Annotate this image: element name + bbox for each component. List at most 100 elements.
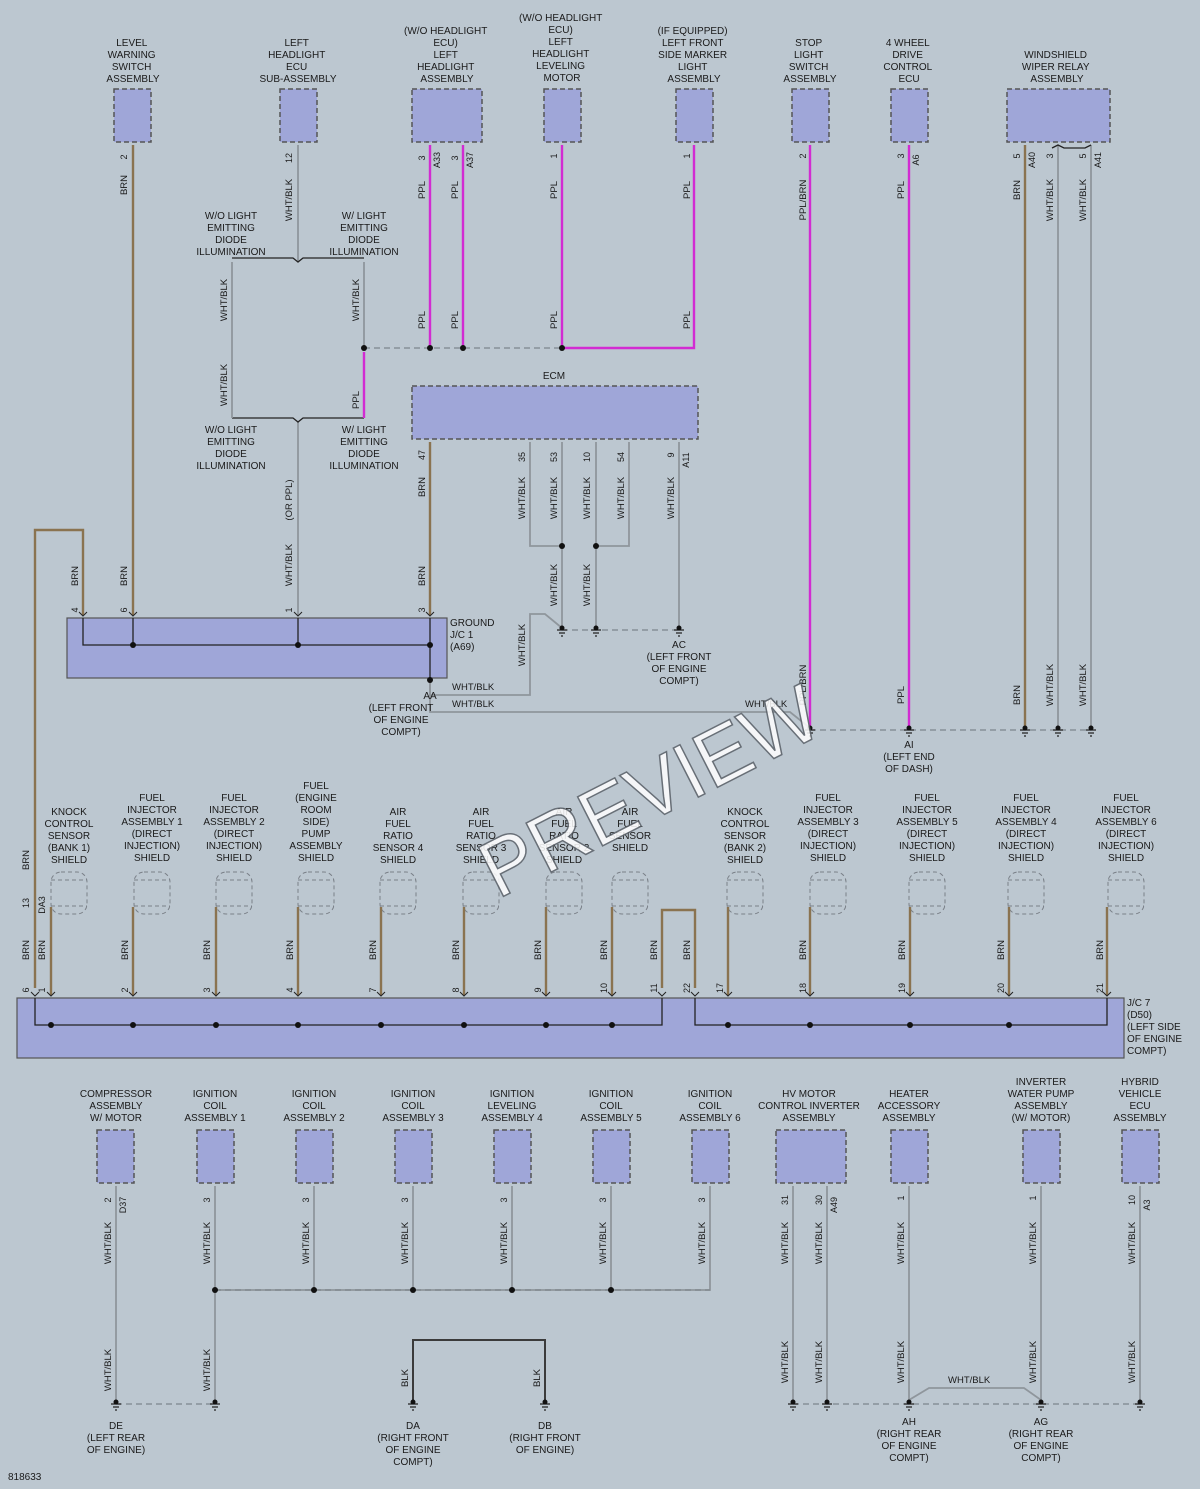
ecm-label: ECM xyxy=(543,371,565,382)
pin-number: 8 xyxy=(451,987,461,992)
splice-dots xyxy=(48,345,1012,1293)
shield-icon xyxy=(1007,871,1045,915)
ignition-coil-1-box xyxy=(196,1129,235,1184)
jc1-label: GROUND J/C 1 (A69) xyxy=(450,618,497,653)
wire-color-label: WHT/BLK xyxy=(284,178,295,221)
wire-ecm-35 xyxy=(529,442,562,547)
connector-tick-icon xyxy=(657,991,667,997)
wire-color-label: WHT/BLK xyxy=(219,363,230,406)
connector-id: A49 xyxy=(829,1197,839,1213)
pin-number: 1 xyxy=(896,1195,906,1200)
wire-color-label: BRN xyxy=(70,566,81,586)
pin-number: 3 xyxy=(1045,153,1055,158)
shield-icon xyxy=(215,871,253,915)
splice-dot xyxy=(410,1287,416,1293)
pin-number: 11 xyxy=(649,983,659,992)
4wd-control-ecu-label: 4 WHEEL DRIVE CONTROL ECU xyxy=(883,38,934,85)
splice-dot xyxy=(48,1022,54,1028)
splice-dot xyxy=(559,345,565,351)
wire-color-label: PPL xyxy=(682,311,693,329)
ground-terminal xyxy=(906,725,912,731)
wire-color-label: WHT/BLK xyxy=(202,1348,213,1391)
pin-number: 53 xyxy=(549,452,559,462)
wire-aa-wht-2 xyxy=(429,680,811,729)
pin-number: 1 xyxy=(1028,1195,1038,1200)
splice-dot xyxy=(427,677,433,683)
pin-number: 2 xyxy=(798,153,808,158)
wire-color-label: BRN xyxy=(451,940,462,960)
wire-color-label: BRN xyxy=(1095,940,1106,960)
connector-tick-icon xyxy=(905,991,915,997)
pin-number: 5 xyxy=(1012,153,1022,158)
pin-number: 6 xyxy=(21,987,31,992)
wire-color-label: BLK xyxy=(400,1368,411,1387)
4wd-control-ecu-box xyxy=(890,88,929,143)
ground-terminal xyxy=(824,1399,830,1405)
wire-color-label: PPL xyxy=(896,686,907,704)
ground-terminal xyxy=(542,1399,548,1405)
ground-terminal xyxy=(1137,1399,1143,1405)
ignition-coil-6-box xyxy=(691,1129,730,1184)
pin-number: 47 xyxy=(417,450,427,460)
wire-color-label: WHT/BLK xyxy=(780,1340,791,1383)
pin-number: 4 xyxy=(70,607,80,612)
connector-id: A41 xyxy=(1093,152,1103,168)
wire-color-label: BRN xyxy=(417,566,428,586)
left-headlight-leveling-motor-box xyxy=(543,88,582,143)
pin-number: 9 xyxy=(533,987,543,992)
wire-color-label: WHT/BLK xyxy=(517,476,528,519)
ground-terminal xyxy=(1022,725,1028,731)
wire-color-label: WHT/BLK xyxy=(1078,178,1089,221)
hv-inverter-box xyxy=(775,1129,847,1184)
pin-number: 30 xyxy=(814,1195,824,1205)
wire-color-label: BRN xyxy=(599,940,610,960)
wire-ecm-54 xyxy=(596,442,630,547)
wire-color-label: BRN xyxy=(21,850,32,870)
splice-dot xyxy=(509,1287,515,1293)
splice-dot xyxy=(543,1022,549,1028)
left-side-marker-box xyxy=(675,88,714,143)
left-headlight-leveling-motor-label: (W/O HEADLIGHT ECU) LEFT HEADLIGHT LEVEL… xyxy=(519,13,605,84)
or-ppl-label: (OR PPL) xyxy=(284,479,295,520)
jc7-label: J/C 7 (D50) (LEFT SIDE OF ENGINE COMPT) xyxy=(1127,998,1185,1057)
wire-color-label: WHT/BLK xyxy=(202,1221,213,1264)
wire-color-label: BRN xyxy=(798,940,809,960)
wire-color-label: PPL/BRN xyxy=(798,180,809,221)
pin-number: 3 xyxy=(499,1197,509,1202)
ecm-box xyxy=(411,385,699,440)
bottom-wires xyxy=(115,1186,1141,1405)
pin-number: 31 xyxy=(780,1195,790,1205)
ground-terminal xyxy=(790,1399,796,1405)
splice-dot xyxy=(130,642,136,648)
shield-icon xyxy=(809,871,847,915)
connector-tick-icon xyxy=(723,991,733,997)
wire-color-label: WHT/BLK xyxy=(219,278,230,321)
wire-color-label: BRN xyxy=(533,940,544,960)
splice-dot xyxy=(461,1022,467,1028)
wire-color-label: WHT/BLK xyxy=(103,1221,114,1264)
splice-dot xyxy=(608,1287,614,1293)
ground-terminal xyxy=(1088,725,1094,731)
wire-color-label: WHT/BLK xyxy=(284,543,295,586)
stop-light-switch-label: STOP LIGHT SWITCH ASSEMBLY xyxy=(783,38,836,85)
wire-color-label: WHT/BLK xyxy=(1045,178,1056,221)
ground-symbols xyxy=(30,611,1145,1411)
connector-tick-icon xyxy=(78,611,88,617)
wire-color-label: PPL xyxy=(351,391,362,409)
wire-color-label: BRN xyxy=(120,940,131,960)
